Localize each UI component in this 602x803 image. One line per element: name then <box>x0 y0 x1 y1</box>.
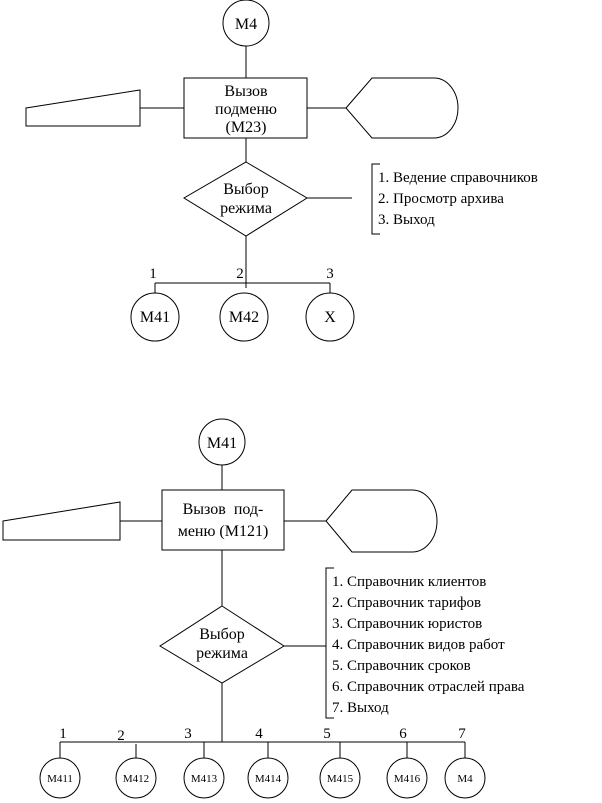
child-node-4-circle <box>247 757 289 799</box>
display-output-shape <box>345 77 459 139</box>
child-node-1-circle <box>39 757 81 799</box>
child-node-3-label: M413 <box>191 773 218 785</box>
child-node-5-circle <box>319 757 361 799</box>
branch-number-5: 5 <box>323 726 331 742</box>
menu-bracket <box>371 163 380 235</box>
child-node-3-circle <box>183 757 225 799</box>
branch-number-2: 2 <box>117 728 125 744</box>
manual-input-shape <box>25 89 141 127</box>
diagram-1: M4 Вызов подменю (M23) Выбор режима 1. В… <box>25 0 538 342</box>
diagram-2: M41 Вызов под- меню (M121) Выбор режима … <box>2 418 525 799</box>
decision-line-2: режима <box>220 200 272 217</box>
branch-number-6: 6 <box>399 726 407 742</box>
top-node-circle <box>222 0 270 47</box>
manual-input-shape <box>2 501 121 541</box>
branch-number-7: 7 <box>458 726 466 742</box>
menu-item-2: 2. Просмотр архива <box>378 191 504 207</box>
menu-item-7: 7. Выход <box>332 700 389 716</box>
branch-number-1: 1 <box>149 266 157 282</box>
top-node-circle <box>198 418 246 466</box>
menu-item-1: 1. Ведение справочников <box>378 170 538 186</box>
child-node-6-label: M416 <box>394 773 421 785</box>
branch-number-3: 3 <box>184 726 192 742</box>
child-node-2-circle <box>115 757 157 799</box>
branch-number-3: 3 <box>326 266 334 282</box>
process-line-1: Вызов под- <box>183 501 264 518</box>
menu-item-3: 3. Справочник юристов <box>332 616 482 632</box>
child-node-7-circle <box>444 757 486 799</box>
process-line-1: Вызов <box>224 83 268 100</box>
menu-item-6: 6. Справочник отраслей права <box>332 679 525 695</box>
child-node-5-label: M415 <box>327 773 354 785</box>
process-box <box>183 77 308 139</box>
decision-line-1: Выбор <box>223 181 269 198</box>
decision-line-1: Выбор <box>199 626 245 643</box>
process-line-2: меню (M121) <box>178 523 269 540</box>
process-line-3: (M23) <box>226 119 267 136</box>
child-node-2-label: M42 <box>229 309 259 326</box>
menu-item-1: 1. Справочник клиентов <box>332 574 486 590</box>
child-node-3-label: X <box>324 309 336 326</box>
decision-diamond <box>183 161 308 237</box>
top-node-label: M41 <box>207 435 237 452</box>
child-node-4-label: M414 <box>255 773 282 785</box>
child-node-1-label: M41 <box>140 309 170 326</box>
child-node-6-circle <box>386 757 428 799</box>
process-line-2: подменю <box>215 101 277 118</box>
child-node-1-label: M411 <box>47 773 73 785</box>
menu-item-4: 4. Справочник видов работ <box>332 637 505 653</box>
child-node-3-circle <box>305 292 355 342</box>
branch-number-2: 2 <box>236 266 244 282</box>
child-node-1-circle <box>130 292 180 342</box>
top-node-label: M4 <box>235 16 257 33</box>
menu-item-5: 5. Справочник сроков <box>332 658 471 674</box>
display-output-shape <box>325 489 438 553</box>
decision-line-2: режима <box>196 645 248 662</box>
menu-bracket <box>325 567 334 719</box>
decision-diamond <box>159 605 285 684</box>
child-node-2-label: M412 <box>123 773 149 785</box>
menu-item-2: 2. Справочник тарифов <box>332 595 481 611</box>
branch-number-1: 1 <box>59 726 67 742</box>
branch-number-4: 4 <box>255 726 263 742</box>
child-node-2-circle <box>219 292 269 342</box>
child-node-7-label: M4 <box>457 773 473 785</box>
menu-item-3: 3. Выход <box>378 212 435 228</box>
process-box <box>161 489 285 551</box>
